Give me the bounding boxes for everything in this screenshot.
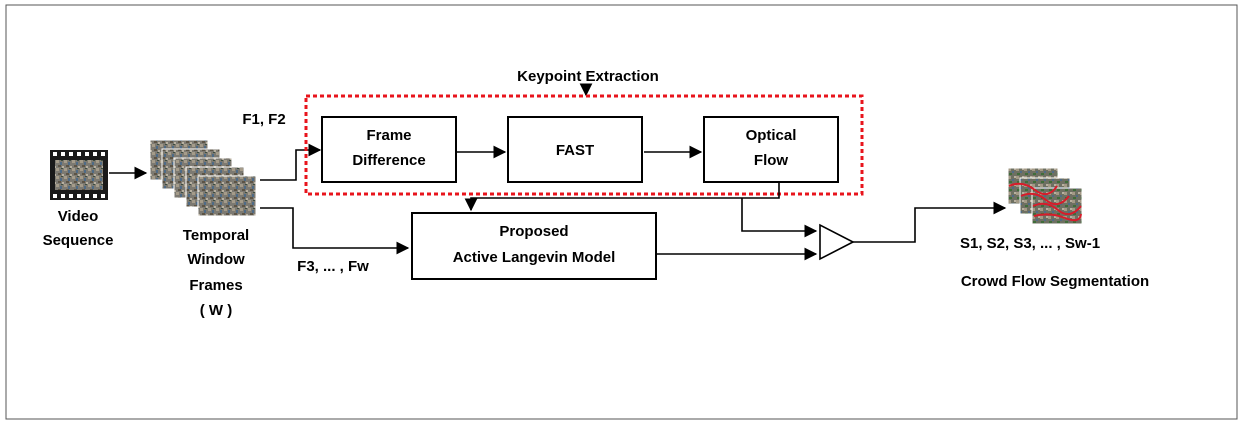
proposed-model-label-line1: Proposed	[499, 223, 568, 240]
video-sequence-label-line1: Video	[58, 208, 99, 225]
temporal-label-line2: Window	[187, 251, 245, 268]
fast-label: FAST	[556, 142, 594, 159]
proposed-model-box	[411, 212, 657, 280]
video-sequence-label-line2: Sequence	[43, 232, 114, 249]
optical-flow-label-line1: Optical	[746, 127, 797, 144]
arrow-f3fw-to-proposed-model	[260, 207, 410, 255]
proposed-model-label-line2: Active Langevin Model	[453, 249, 616, 266]
segmentation-overlay	[1008, 182, 1082, 222]
temporal-label-line4: ( W )	[200, 302, 232, 319]
crowd-flow-segmentation-label: Crowd Flow Segmentation	[961, 273, 1149, 290]
keypoint-extraction-label: Keypoint Extraction	[517, 68, 659, 85]
temporal-label-line3: Frames	[189, 277, 242, 294]
f3-fw-label: F3, ... , Fw	[297, 258, 369, 275]
arrow-combiner-to-segmentation	[853, 201, 1007, 243]
output-sequence-label: S1, S2, S3, ... , Sw-1	[960, 235, 1100, 252]
temporal-label-line1: Temporal	[183, 227, 249, 244]
optical-flow-label-line2: Flow	[754, 152, 788, 169]
fast-box	[507, 116, 643, 183]
keypoint-extraction-region	[304, 94, 864, 196]
arrow-f1f2-to-frame-difference	[260, 143, 322, 181]
optical-flow-box	[703, 116, 839, 183]
frame-difference-label-line2: Difference	[352, 152, 425, 169]
diagram-border	[5, 4, 1238, 420]
arrow-optical-flow-to-combiner	[741, 198, 818, 238]
film-strip-icon	[50, 150, 108, 200]
segmentation-frame-stack-icon	[1007, 167, 1083, 225]
frame-stack-icon	[149, 139, 257, 217]
frame-difference-box	[321, 116, 457, 183]
combiner-triangle-icon	[819, 223, 855, 261]
frame-difference-label-line1: Frame	[366, 127, 411, 144]
f1-f2-label: F1, F2	[242, 111, 285, 128]
arrow-keypoints-to-proposed-model	[464, 182, 780, 212]
